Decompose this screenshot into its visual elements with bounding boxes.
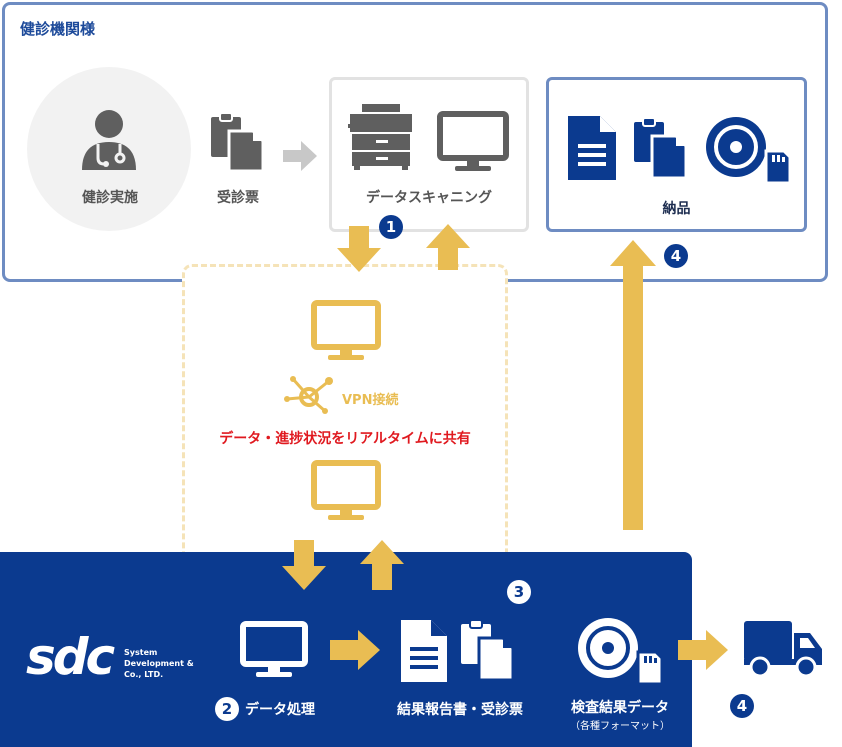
arrow-right-icon	[330, 630, 380, 670]
disc-sdcard-icon	[578, 618, 664, 684]
realtime-share-message: データ・進捗状況をリアルタイムに共有	[219, 431, 471, 447]
documents-icon	[211, 113, 265, 173]
arrow-down-icon	[282, 540, 326, 590]
document-icon	[568, 116, 616, 180]
arrow-up-icon	[426, 224, 470, 270]
institution-title: 健診機関様	[20, 20, 96, 38]
step-1-badge: 1	[379, 215, 403, 239]
results-format-sublabel: （各種フォーマット）	[570, 721, 670, 732]
company-name: System Development & Co., LTD.	[124, 647, 194, 680]
company-name-line2: Development &	[124, 659, 194, 668]
monitor-icon	[311, 300, 381, 360]
arrow-down-icon	[337, 226, 381, 272]
documents-icon	[461, 620, 515, 682]
ticket-label: 受診票	[217, 190, 259, 206]
network-icon	[284, 376, 333, 414]
checkup-label: 健診実施	[82, 190, 138, 206]
vpn-label: VPN接続	[342, 393, 399, 408]
sdc-logo: sdc	[26, 628, 115, 686]
reports-label: 結果報告書・受診票	[397, 702, 523, 718]
arrow-up-icon	[360, 540, 404, 590]
step-3-badge: 3	[507, 580, 531, 604]
scan-label: データスキャニング	[366, 190, 492, 206]
step-4-badge: 4	[664, 244, 688, 268]
monitor-icon	[311, 460, 381, 520]
monitor-icon	[240, 621, 308, 677]
results-data-label: 検査結果データ	[571, 700, 669, 716]
truck-icon	[744, 621, 822, 677]
company-name-line3: Co., LTD.	[124, 670, 164, 679]
step-2-badge: 2	[215, 697, 239, 721]
arrow-right-icon	[678, 630, 728, 670]
document-icon	[401, 620, 447, 682]
vpn-panel	[182, 264, 508, 576]
documents-icon	[634, 118, 688, 180]
data-processing-label: データ処理	[245, 702, 315, 718]
arrow-right-icon	[283, 141, 317, 171]
copier-icon	[348, 104, 412, 170]
company-name-line1: System	[124, 648, 158, 657]
disc-sdcard-icon	[706, 117, 792, 183]
delivery-label: 納品	[662, 201, 691, 217]
step-4-badge: 4	[730, 694, 754, 718]
monitor-icon	[437, 111, 509, 171]
doctor-icon	[82, 110, 136, 170]
arrow-up-icon	[610, 240, 656, 530]
scanning-panel	[329, 77, 529, 232]
